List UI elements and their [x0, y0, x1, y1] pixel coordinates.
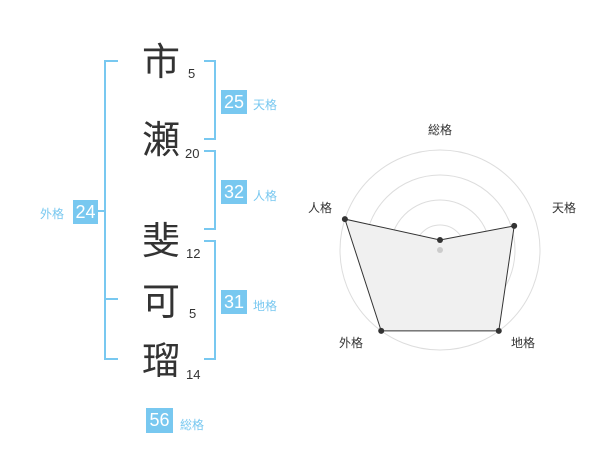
gaikaku-bracket-mid	[104, 298, 118, 300]
stroke-count-4: 5	[189, 306, 197, 321]
radar-area	[344, 218, 515, 332]
radar-axis-label-gaikaku: 外格	[339, 335, 363, 350]
name-char-1: 市	[142, 40, 181, 84]
radar-axis-label-chikaku: 地格	[511, 335, 535, 350]
soukaku-value-box: 56	[146, 408, 173, 433]
gaikaku-bracket-top	[104, 60, 118, 62]
radar-ring	[339, 149, 541, 351]
radar-point	[437, 237, 443, 243]
gaikaku-bracket-bottom	[104, 358, 118, 360]
chikaku-bracket-vertical	[214, 240, 216, 360]
jinkaku-bracket-vertical	[214, 150, 216, 230]
stroke-count-3: 12	[186, 246, 201, 261]
jinkaku-label: 人格	[253, 189, 278, 203]
radar-axis-label-soukaku: 総格	[428, 122, 452, 137]
soukaku-label: 総格	[180, 418, 205, 432]
radar-point	[511, 222, 518, 229]
tenkaku-bracket-vertical	[214, 60, 216, 140]
stroke-count-1: 5	[188, 66, 196, 81]
chikaku-bracket-bottom	[204, 358, 216, 360]
jinkaku-bracket-bottom	[204, 228, 216, 230]
name-char-5: 瑠	[142, 339, 181, 383]
tenkaku-bracket-bottom	[204, 138, 216, 140]
radar-axis-label-tenkaku: 天格	[552, 200, 576, 215]
chikaku-label: 地格	[253, 299, 278, 313]
name-char-2: 瀬	[142, 118, 181, 162]
radar-point	[341, 216, 348, 223]
jinkaku-value-box: 32	[221, 180, 247, 204]
jinkaku-bracket-top	[204, 150, 216, 152]
name-char-4: 可	[142, 280, 181, 324]
chikaku-value-box: 31	[221, 290, 247, 314]
gaikaku-value-box: 24	[73, 200, 98, 224]
tenkaku-value-box: 25	[221, 90, 247, 114]
radar-point	[378, 327, 385, 334]
tenkaku-label: 天格	[253, 98, 278, 112]
tenkaku-bracket-top	[204, 60, 216, 62]
gaikaku-bracket-vertical	[104, 60, 106, 360]
stroke-count-2: 20	[185, 146, 200, 161]
stroke-count-5: 14	[186, 367, 201, 382]
radar-points	[341, 216, 518, 334]
name-char-3: 斐	[142, 219, 181, 263]
radar-axis-label-jinkaku: 人格	[308, 200, 332, 215]
gaikaku-connector	[98, 210, 105, 212]
radar-point	[495, 327, 502, 334]
radar-center-point	[437, 247, 443, 253]
gaikaku-label: 外格	[40, 207, 65, 221]
chikaku-bracket-top	[204, 240, 216, 242]
